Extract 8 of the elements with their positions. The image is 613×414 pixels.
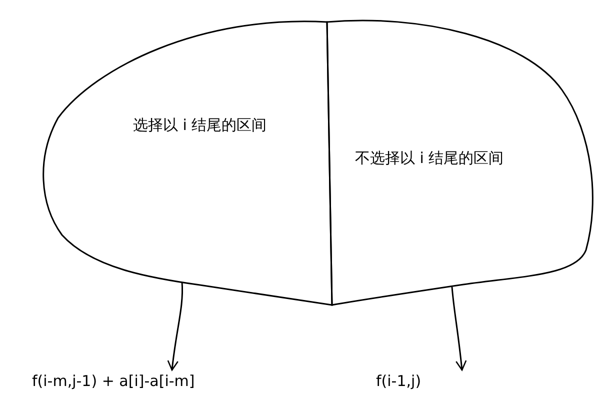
arrow (167, 282, 184, 371)
blob-region (40, 18, 334, 308)
formula-text: f(i-1,j) (376, 372, 432, 396)
region-label: 选择以 i 结尾的区间 (133, 116, 267, 135)
region-label: 不选择以 i 结尾的区间 (355, 149, 504, 168)
formula-text: f(i-m,j-1) + a[i]-a[i-m] (32, 372, 222, 396)
blob-region (325, 18, 595, 308)
arrow (451, 286, 467, 371)
